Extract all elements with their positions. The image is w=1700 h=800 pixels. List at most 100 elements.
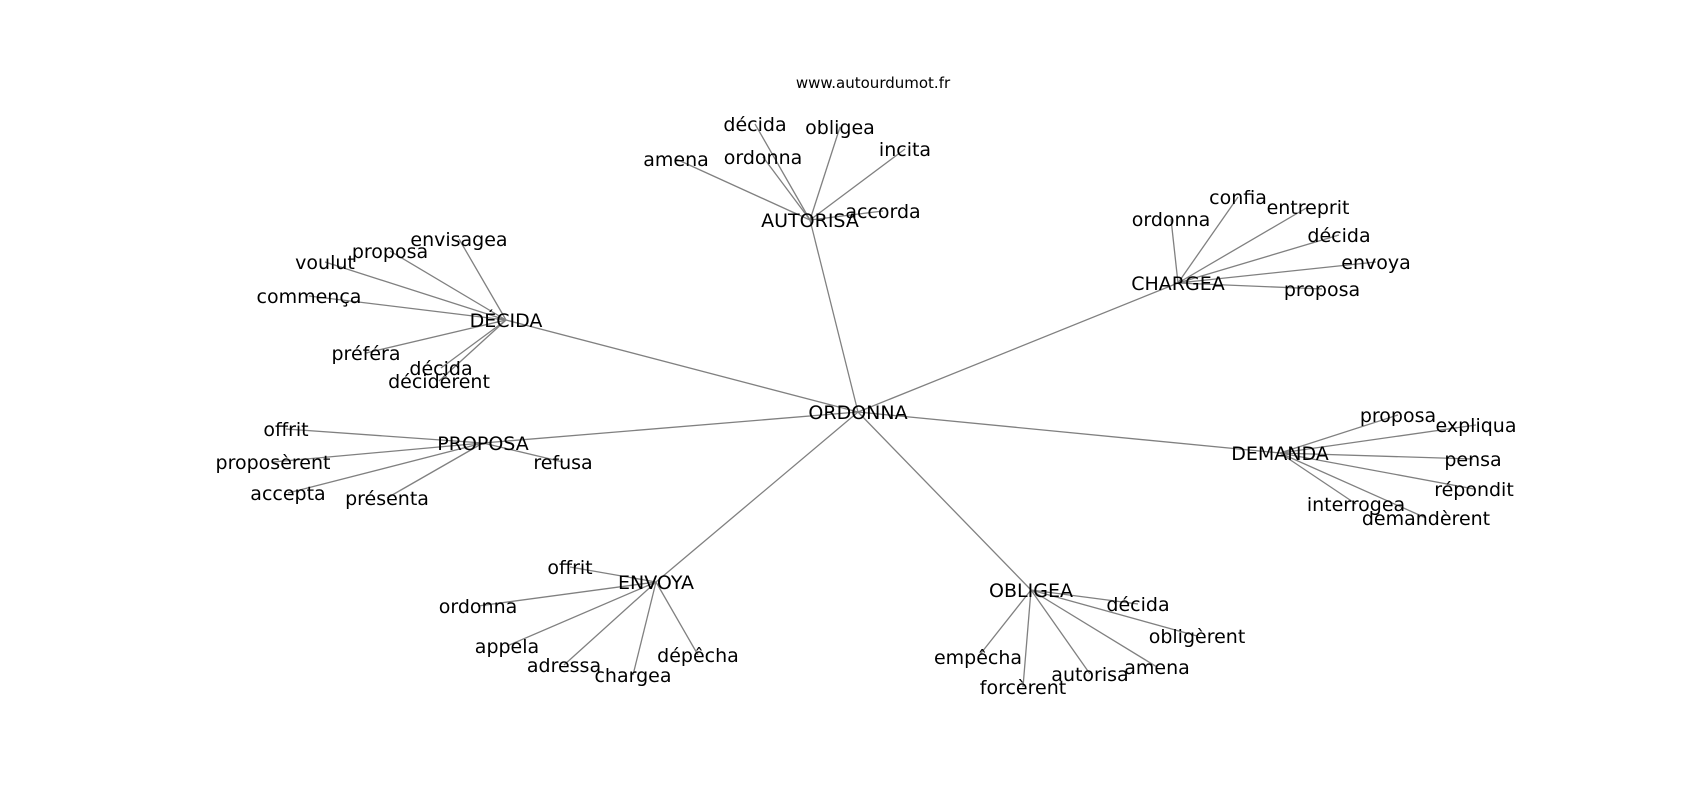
edge-hub-to-leaf: [1177, 196, 1239, 284]
leaf-node-label: obligea: [805, 117, 875, 139]
leaf-node-label: pensa: [1444, 449, 1501, 471]
edge-hub-to-leaf: [762, 156, 811, 221]
leaf-node-label: décidèrent: [388, 371, 490, 393]
leaf-node-label: autorisa: [1051, 664, 1128, 686]
leaf-node-label: accepta: [250, 483, 325, 505]
leaf-node-label: offrit: [263, 419, 308, 441]
hub-node-label: DÉCIDA: [470, 309, 543, 332]
edge-root-to-hub: [857, 282, 1179, 413]
edge-hub-to-leaf: [1030, 589, 1091, 675]
leaf-node-label: décida: [1106, 594, 1169, 616]
edge-hub-to-leaf: [1030, 589, 1139, 605]
edge-hub-to-leaf: [285, 428, 484, 444]
leaf-node-label: obligèrent: [1149, 626, 1246, 648]
hub-node-label: OBLIGEA: [989, 580, 1073, 602]
leaf-node-label: décida: [723, 114, 786, 136]
edge-hub-to-leaf: [655, 581, 699, 656]
leaf-node-label: demandèrent: [1362, 508, 1490, 530]
edge-hub-to-leaf: [1279, 452, 1427, 519]
edge-hub-to-leaf: [1177, 282, 1323, 290]
edge-hub-to-leaf: [1177, 261, 1377, 284]
leaf-node-label: empêcha: [934, 647, 1022, 669]
edge-hub-to-leaf: [324, 261, 507, 321]
edge-hub-to-leaf: [438, 319, 507, 382]
edge-hub-to-leaf: [1279, 452, 1474, 460]
edge-root-to-hub: [809, 219, 859, 413]
hub-node-label: PROPOSA: [437, 433, 528, 455]
edge-root-to-hub: [505, 319, 859, 413]
leaf-node-label: décida: [409, 358, 472, 380]
leaf-node-label: préféra: [332, 343, 401, 365]
watermark: www.autourdumot.fr: [796, 74, 951, 92]
edge-hub-to-leaf: [1279, 452, 1475, 490]
edge-hub-to-leaf: [809, 210, 884, 221]
leaf-node-label: présenta: [345, 488, 429, 510]
edge-hub-to-leaf: [272, 442, 484, 463]
hub-node-label: DEMANDA: [1231, 443, 1329, 465]
leaf-node-label: envisagea: [410, 229, 507, 251]
edge-hub-to-leaf: [440, 319, 507, 369]
edge-hub-to-leaf: [1177, 234, 1340, 284]
hub-node-label: CHARGEA: [1131, 273, 1224, 295]
leaf-node-label: ordonna: [439, 596, 518, 618]
leaf-node-label: adressa: [527, 655, 601, 677]
edge-hub-to-leaf: [365, 319, 507, 354]
leaf-node-label: commença: [257, 286, 362, 308]
leaf-node-label: incita: [879, 139, 931, 161]
edge-hub-to-leaf: [1170, 218, 1179, 284]
edge-hub-to-leaf: [675, 158, 811, 221]
leaf-node-label: ordonna: [1132, 209, 1211, 231]
leaf-node-label: ordonna: [724, 147, 803, 169]
edge-hub-to-leaf: [482, 442, 564, 463]
edge-hub-to-leaf: [1279, 414, 1399, 454]
edge-hub-to-leaf: [1279, 452, 1357, 505]
edge-root-to-hub: [857, 411, 1281, 454]
edge-hub-to-leaf: [458, 238, 507, 321]
edge-root-to-hub: [655, 411, 859, 583]
edge-root-to-hub: [482, 411, 859, 444]
leaf-node-label: amena: [643, 149, 709, 171]
edge-hub-to-leaf: [287, 442, 484, 494]
edge-hub-to-leaf: [389, 250, 507, 321]
edge-hub-to-leaf: [809, 126, 841, 221]
edge-hub-to-leaf: [1030, 589, 1198, 637]
leaf-node-label: voulut: [295, 252, 355, 274]
edge-hub-to-leaf: [506, 581, 657, 647]
leaf-node-label: confia: [1209, 187, 1267, 209]
edge-hub-to-leaf: [977, 589, 1032, 658]
edge-hub-to-leaf: [1030, 589, 1158, 668]
edge-hub-to-leaf: [308, 295, 507, 321]
edges: [272, 123, 1477, 688]
root-node-label: ORDONNA: [808, 402, 907, 424]
leaf-node-label: appela: [475, 636, 539, 658]
edge-hub-to-leaf: [1177, 206, 1309, 284]
leaf-node-label: proposa: [1360, 405, 1436, 427]
edge-hub-to-leaf: [569, 566, 657, 583]
edge-root-to-hub: [857, 411, 1032, 591]
leaf-node-label: entreprit: [1267, 197, 1350, 219]
leaf-node-label: amena: [1124, 657, 1190, 679]
leaf-node-label: envoya: [1341, 252, 1411, 274]
edge-hub-to-leaf: [809, 148, 906, 221]
leaf-node-label: chargea: [594, 665, 671, 687]
leaf-node-label: interrogea: [1307, 494, 1405, 516]
edge-hub-to-leaf: [632, 581, 657, 676]
leaf-node-label: proposèrent: [216, 452, 331, 474]
edge-hub-to-leaf: [563, 581, 657, 666]
leaf-node-label: offrit: [547, 557, 592, 579]
edge-hub-to-leaf: [477, 581, 657, 607]
edge-hub-to-leaf: [754, 123, 811, 221]
leaf-node-label: proposa: [1284, 279, 1360, 301]
leaf-node-label: expliqua: [1436, 415, 1517, 437]
hub-node-label: ENVOYA: [618, 572, 694, 594]
leaf-node-label: dépêcha: [657, 645, 739, 667]
edge-hub-to-leaf: [1022, 589, 1032, 688]
edge-hub-to-leaf: [386, 442, 484, 499]
leaf-node-label: accorda: [845, 201, 920, 223]
hub-node-label: AUTORISA: [761, 210, 859, 232]
leaf-node-label: forcèrent: [980, 677, 1066, 699]
leaf-node-label: répondit: [1434, 479, 1514, 501]
leaf-node-label: refusa: [533, 452, 592, 474]
